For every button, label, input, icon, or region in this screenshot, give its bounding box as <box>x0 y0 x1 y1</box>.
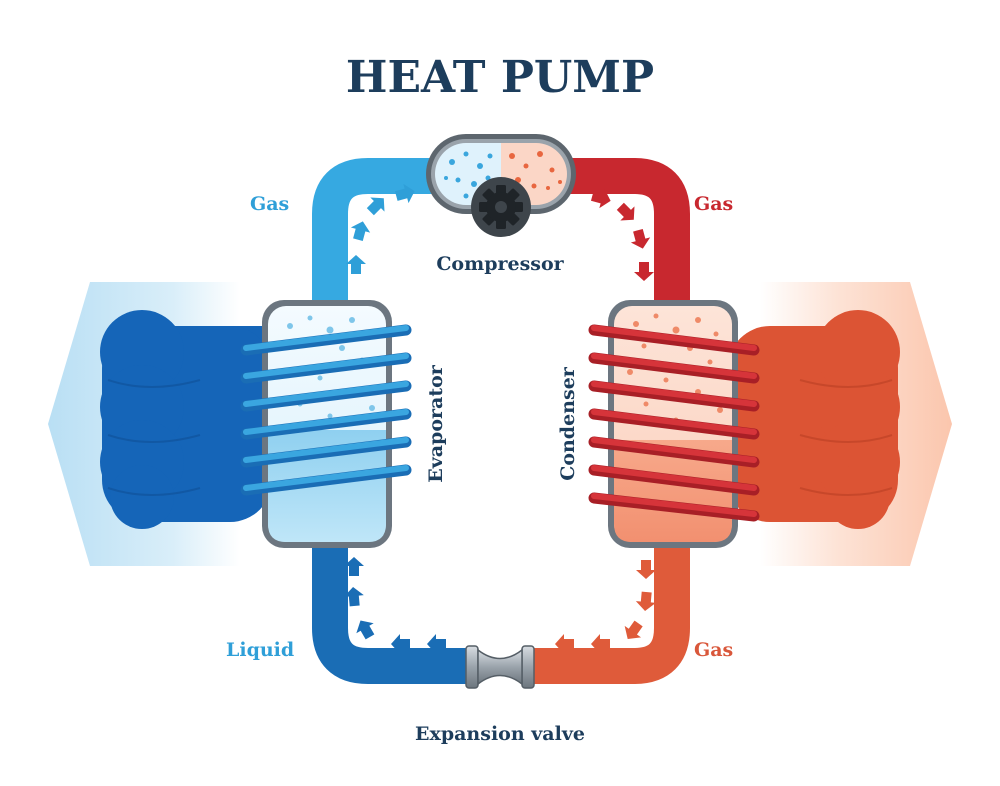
flow-arrow-icon <box>555 560 656 654</box>
gas-label-right-top: Gas <box>694 193 733 215</box>
refrigerant-pipes <box>312 158 690 684</box>
cold-air-flow <box>100 310 272 529</box>
hot-air-flow <box>728 310 900 529</box>
expansion-valve-label: Expansion valve <box>415 723 585 745</box>
condenser-label: Condenser <box>557 366 579 481</box>
condenser-coil <box>588 324 760 522</box>
gas-label-left: Gas <box>250 193 289 215</box>
liquid-label: Liquid <box>226 639 294 661</box>
flow-arrow-icon <box>346 183 415 274</box>
gas-label-right-bottom: Gas <box>694 639 733 661</box>
evaporator-label: Evaporator <box>425 364 447 483</box>
gear-icon <box>471 177 531 237</box>
evaporator-coil <box>240 324 412 496</box>
compressor-unit <box>426 134 576 214</box>
flow-arrow-icon <box>590 188 654 281</box>
page-title: HEAT PUMP <box>346 52 654 103</box>
compressor-label: Compressor <box>436 253 564 275</box>
flow-arrow-icon <box>343 557 446 654</box>
valve-icon <box>465 645 535 689</box>
